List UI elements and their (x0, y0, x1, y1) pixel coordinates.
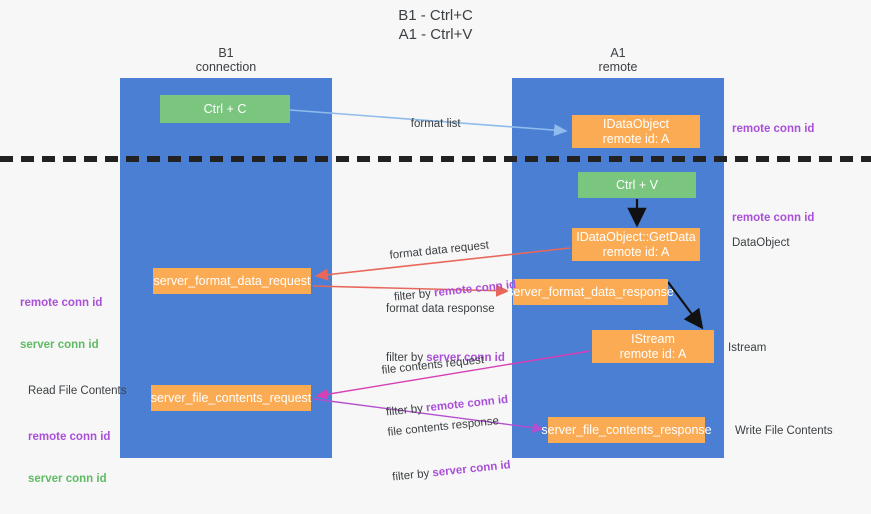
annotation-left-middle-remote: remote conn id (20, 297, 103, 309)
title-line-2: A1 - Ctrl+V (398, 26, 473, 43)
edge-label-file-contents-response-title: file contents response (387, 415, 500, 439)
node-server-format-data-request-label: server_format_data_request (153, 273, 311, 288)
filter-key: server conn id (426, 352, 505, 364)
node-idataobject-sublabel: remote id: A (602, 131, 670, 146)
annotation-read-file-contents: Read File Contents (28, 385, 127, 397)
node-server-file-contents-response[interactable]: server_file_contents_response (541, 417, 712, 443)
edge-label-format-data-response-title: format data response (386, 303, 495, 315)
phase-divider (0, 156, 871, 162)
node-server-file-contents-request-label: server_file_contents_request (150, 390, 312, 405)
node-getdata-sublabel: remote id: A (602, 244, 670, 259)
node-server-file-contents-response-label: server_file_contents_response (541, 422, 712, 437)
node-server-format-data-response[interactable]: server_format_data_response (507, 279, 674, 305)
title-line-1: B1 - Ctrl+C (398, 7, 473, 24)
node-idataobject[interactable]: IDataObject remote id: A (572, 115, 700, 148)
column-header-a1-line1: A1 (610, 46, 626, 60)
annotation-remote-conn-id-mid: remote conn id (732, 212, 815, 224)
annotation-istream: Istream (728, 342, 767, 354)
annotation-dataobject: DataObject (732, 237, 790, 249)
node-istream-label: IStream (631, 331, 675, 346)
edge-label-format-list: format list (398, 103, 461, 145)
node-idataobject-label: IDataObject (602, 116, 669, 131)
edge-label-format-data-response-filter: filter by server conn id (386, 351, 505, 365)
filter-prefix: filter by (386, 352, 427, 364)
diagram-canvas: B1 - Ctrl+C A1 - Ctrl+V B1 connection A1… (0, 6, 871, 485)
node-ctrl-c-label: Ctrl + C (203, 101, 247, 116)
filter-key: server conn id (431, 459, 512, 480)
column-header-b1-line2: connection (195, 60, 257, 74)
column-header-a1-line2: remote (598, 60, 638, 74)
column-header-b1: B1 connection (120, 46, 332, 74)
edge-label-format-list-text: format list (410, 118, 461, 130)
node-ctrl-v[interactable]: Ctrl + V (578, 172, 696, 198)
node-server-file-contents-request[interactable]: server_file_contents_request (151, 385, 311, 411)
node-ctrl-c[interactable]: Ctrl + C (160, 95, 290, 123)
annotation-remote-conn-id-top: remote conn id (732, 123, 815, 135)
node-server-format-data-request[interactable]: server_format_data_request (153, 268, 311, 294)
edge-label-file-contents-response: file contents response filter by server … (384, 386, 514, 513)
filter-prefix: filter by (391, 467, 434, 484)
annotation-left-middle: remote conn id server conn id (20, 268, 102, 380)
page-title: B1 - Ctrl+C A1 - Ctrl+V (0, 6, 871, 44)
node-idataobject-getdata[interactable]: IDataObject::GetData remote id: A (572, 228, 700, 261)
annotation-left-bottom-remote: remote conn id (28, 431, 111, 443)
annotation-write-file-contents: Write File Contents (735, 425, 833, 437)
annotation-left-bottom: remote conn id server conn id (28, 402, 110, 514)
column-header-b1-line1: B1 (218, 46, 234, 60)
annotation-left-bottom-server: server conn id (28, 473, 107, 485)
edge-label-file-contents-response-filter: filter by server conn id (392, 458, 512, 484)
column-header-a1: A1 remote (512, 46, 724, 74)
edge-label-format-data-response: format data response filter by server co… (386, 274, 505, 393)
node-istream-sublabel: remote id: A (619, 346, 687, 361)
annotation-left-middle-server: server conn id (20, 339, 99, 351)
node-istream[interactable]: IStream remote id: A (592, 330, 714, 363)
node-server-format-data-response-label: server_format_data_response (507, 284, 674, 299)
edge-label-format-data-request-title: format data request (389, 239, 490, 262)
node-getdata-label: IDataObject::GetData (576, 229, 696, 244)
node-ctrl-v-label: Ctrl + V (615, 177, 659, 192)
edge-label-file-contents-request-title: file contents request (381, 354, 485, 377)
